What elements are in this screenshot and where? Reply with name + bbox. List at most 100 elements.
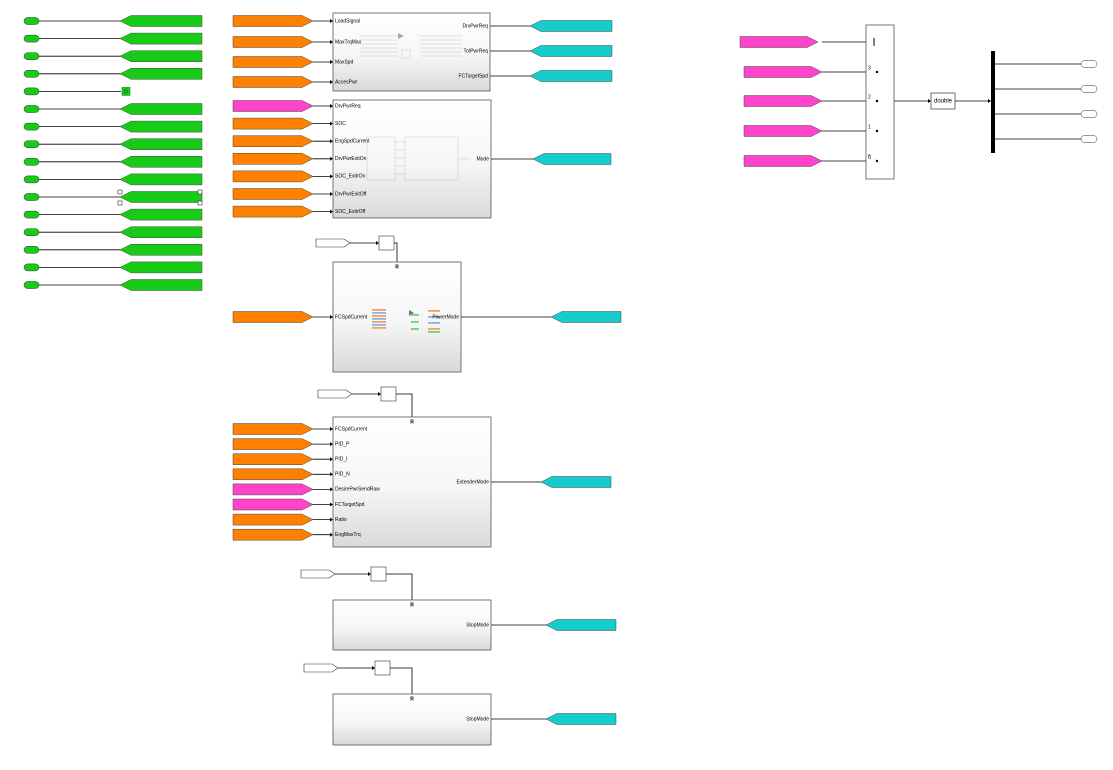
preview-tag <box>428 331 440 333</box>
from-tag-cyan[interactable] <box>529 70 613 82</box>
signal-line[interactable] <box>394 242 398 262</box>
from-tag-trigger[interactable] <box>317 389 353 399</box>
goto-tag-orange[interactable] <box>232 513 314 526</box>
from-tag-green-11[interactable] <box>119 208 203 221</box>
goto-tag-orange[interactable] <box>232 56 314 68</box>
from-tag-trigger[interactable] <box>315 238 351 248</box>
selection-handle-1[interactable] <box>197 189 203 195</box>
preview-tag <box>428 328 440 330</box>
from-tag-cyan[interactable] <box>545 619 617 631</box>
goto-pill-15[interactable] <box>23 281 40 289</box>
goto-tag-magenta[interactable] <box>232 498 314 511</box>
goto-tag-orange[interactable] <box>232 528 314 541</box>
goto-tag-orange[interactable] <box>232 423 314 435</box>
trigger-source-block[interactable] <box>370 566 387 582</box>
from-tag-cyan[interactable] <box>529 20 613 32</box>
goto-tag-magenta[interactable] <box>743 125 823 137</box>
demux-bar[interactable] <box>991 51 995 153</box>
selection-handle-0[interactable] <box>117 189 123 195</box>
goto-tag-orange[interactable] <box>232 188 314 200</box>
goto-tag-magenta[interactable] <box>743 95 823 107</box>
goto-tag-orange[interactable] <box>232 135 314 147</box>
goto-pill-7[interactable] <box>23 140 40 148</box>
subsystem-block-1[interactable] <box>332 12 491 92</box>
goto-pill-10[interactable] <box>23 193 40 201</box>
goto-pill-0[interactable] <box>23 17 40 25</box>
goto-pill-1[interactable] <box>23 34 40 43</box>
subsystem-block-5[interactable] <box>332 599 492 651</box>
from-tag-green-15[interactable] <box>119 279 203 291</box>
subsystem-block-6[interactable] <box>332 693 492 746</box>
signal-line[interactable] <box>390 667 413 694</box>
from-tag-green-3[interactable] <box>119 68 203 80</box>
goto-tag-magenta[interactable] <box>739 36 819 48</box>
goto-tag-orange[interactable] <box>232 170 314 183</box>
from-tag-green-6[interactable] <box>119 120 203 133</box>
goto-pill-output[interactable] <box>1080 85 1098 93</box>
goto-tag-magenta[interactable] <box>232 100 314 112</box>
input-port-label: FCTargetSpd <box>335 502 365 508</box>
goto-pill-11[interactable] <box>23 210 40 219</box>
signal-line[interactable] <box>386 573 413 600</box>
from-tag-cyan[interactable] <box>540 476 612 488</box>
terminator-block[interactable] <box>121 87 131 96</box>
from-tag-green-0[interactable] <box>119 15 203 27</box>
trigger-source-block[interactable] <box>374 660 391 676</box>
from-tag-trigger[interactable] <box>303 663 339 673</box>
goto-pill-12[interactable] <box>23 228 40 236</box>
from-tag-cyan[interactable] <box>545 713 617 725</box>
from-tag-green-2[interactable] <box>119 50 203 62</box>
goto-tag-orange[interactable] <box>232 15 314 27</box>
from-tag-green-5[interactable] <box>119 103 203 115</box>
from-tag-cyan[interactable] <box>532 153 612 165</box>
goto-pill-13[interactable] <box>23 246 40 254</box>
goto-pill-8[interactable] <box>23 158 40 166</box>
signal-line[interactable] <box>396 393 413 417</box>
switch-port-dot <box>875 99 879 103</box>
goto-tag-magenta[interactable] <box>743 155 823 167</box>
goto-tag-orange[interactable] <box>232 468 314 481</box>
from-tag-green-12[interactable] <box>119 226 203 238</box>
goto-tag-orange[interactable] <box>232 438 314 450</box>
goto-pill-6[interactable] <box>23 122 40 131</box>
trigger-port-label: R <box>410 419 414 425</box>
from-tag-trigger[interactable] <box>300 569 336 579</box>
data-type-conversion-block[interactable] <box>930 92 956 110</box>
goto-tag-orange[interactable] <box>232 76 314 88</box>
from-tag-green-1[interactable] <box>119 32 203 45</box>
from-tag-cyan[interactable] <box>529 45 613 57</box>
goto-pill-2[interactable] <box>23 52 40 60</box>
goto-pill-14[interactable] <box>23 263 40 272</box>
goto-pill-output[interactable] <box>1080 60 1098 68</box>
goto-pill-9[interactable] <box>23 175 40 184</box>
subsystem-block-4[interactable] <box>332 416 492 548</box>
goto-tag-orange[interactable] <box>232 453 314 465</box>
from-tag-green-14[interactable] <box>119 261 203 274</box>
goto-tag-orange[interactable] <box>232 36 314 48</box>
goto-pill-3[interactable] <box>23 70 40 78</box>
from-tag-green-9[interactable] <box>119 173 203 186</box>
selection-handle-3[interactable] <box>197 200 203 206</box>
goto-tag-orange[interactable] <box>232 205 314 218</box>
from-tag-green-8[interactable] <box>119 156 203 168</box>
from-tag-green-10[interactable] <box>119 191 203 203</box>
goto-tag-orange[interactable] <box>232 117 314 130</box>
goto-pill-5[interactable] <box>23 105 40 113</box>
goto-tag-orange[interactable] <box>232 153 314 165</box>
goto-tag-magenta[interactable] <box>232 483 314 496</box>
goto-pill-4[interactable] <box>23 87 40 96</box>
input-port-label: SOC <box>335 121 346 127</box>
goto-tag-magenta[interactable] <box>743 66 823 78</box>
goto-tag-orange[interactable] <box>232 311 314 323</box>
selection-handle-2[interactable] <box>117 200 123 206</box>
from-tag-cyan[interactable] <box>550 311 622 323</box>
from-tag-green-13[interactable] <box>119 244 203 256</box>
multiport-switch-block[interactable] <box>865 24 895 180</box>
trigger-source-block[interactable] <box>380 386 397 402</box>
trigger-source-block[interactable] <box>378 235 395 251</box>
goto-pill-output[interactable] <box>1080 110 1098 118</box>
from-tag-green-7[interactable] <box>119 138 203 150</box>
goto-pill-output[interactable] <box>1080 135 1098 143</box>
